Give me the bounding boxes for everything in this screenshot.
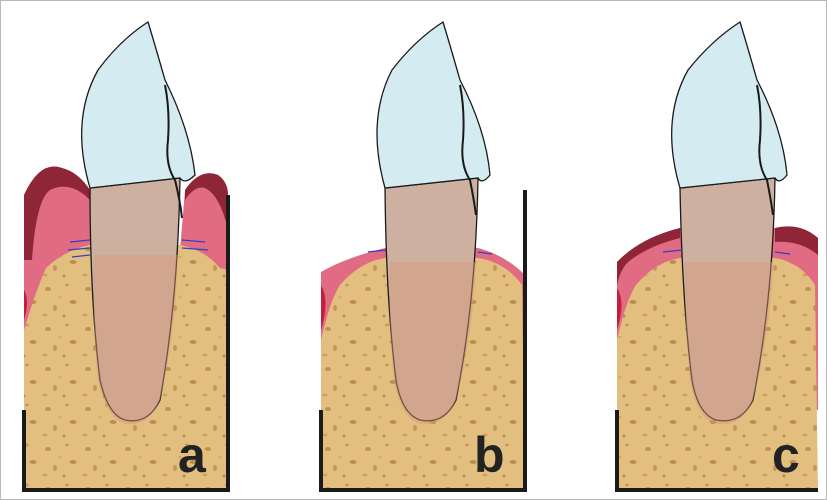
panel-label-b: b — [474, 427, 505, 483]
panel-label-a: a — [178, 427, 207, 483]
tooth-crown — [672, 22, 787, 188]
panel-b: b — [321, 22, 525, 490]
tooth-crown — [377, 22, 490, 188]
panel-c: c — [617, 22, 818, 490]
panel-a: a — [24, 22, 228, 490]
panel-label-c: c — [772, 427, 800, 483]
tooth-crown — [82, 22, 195, 188]
